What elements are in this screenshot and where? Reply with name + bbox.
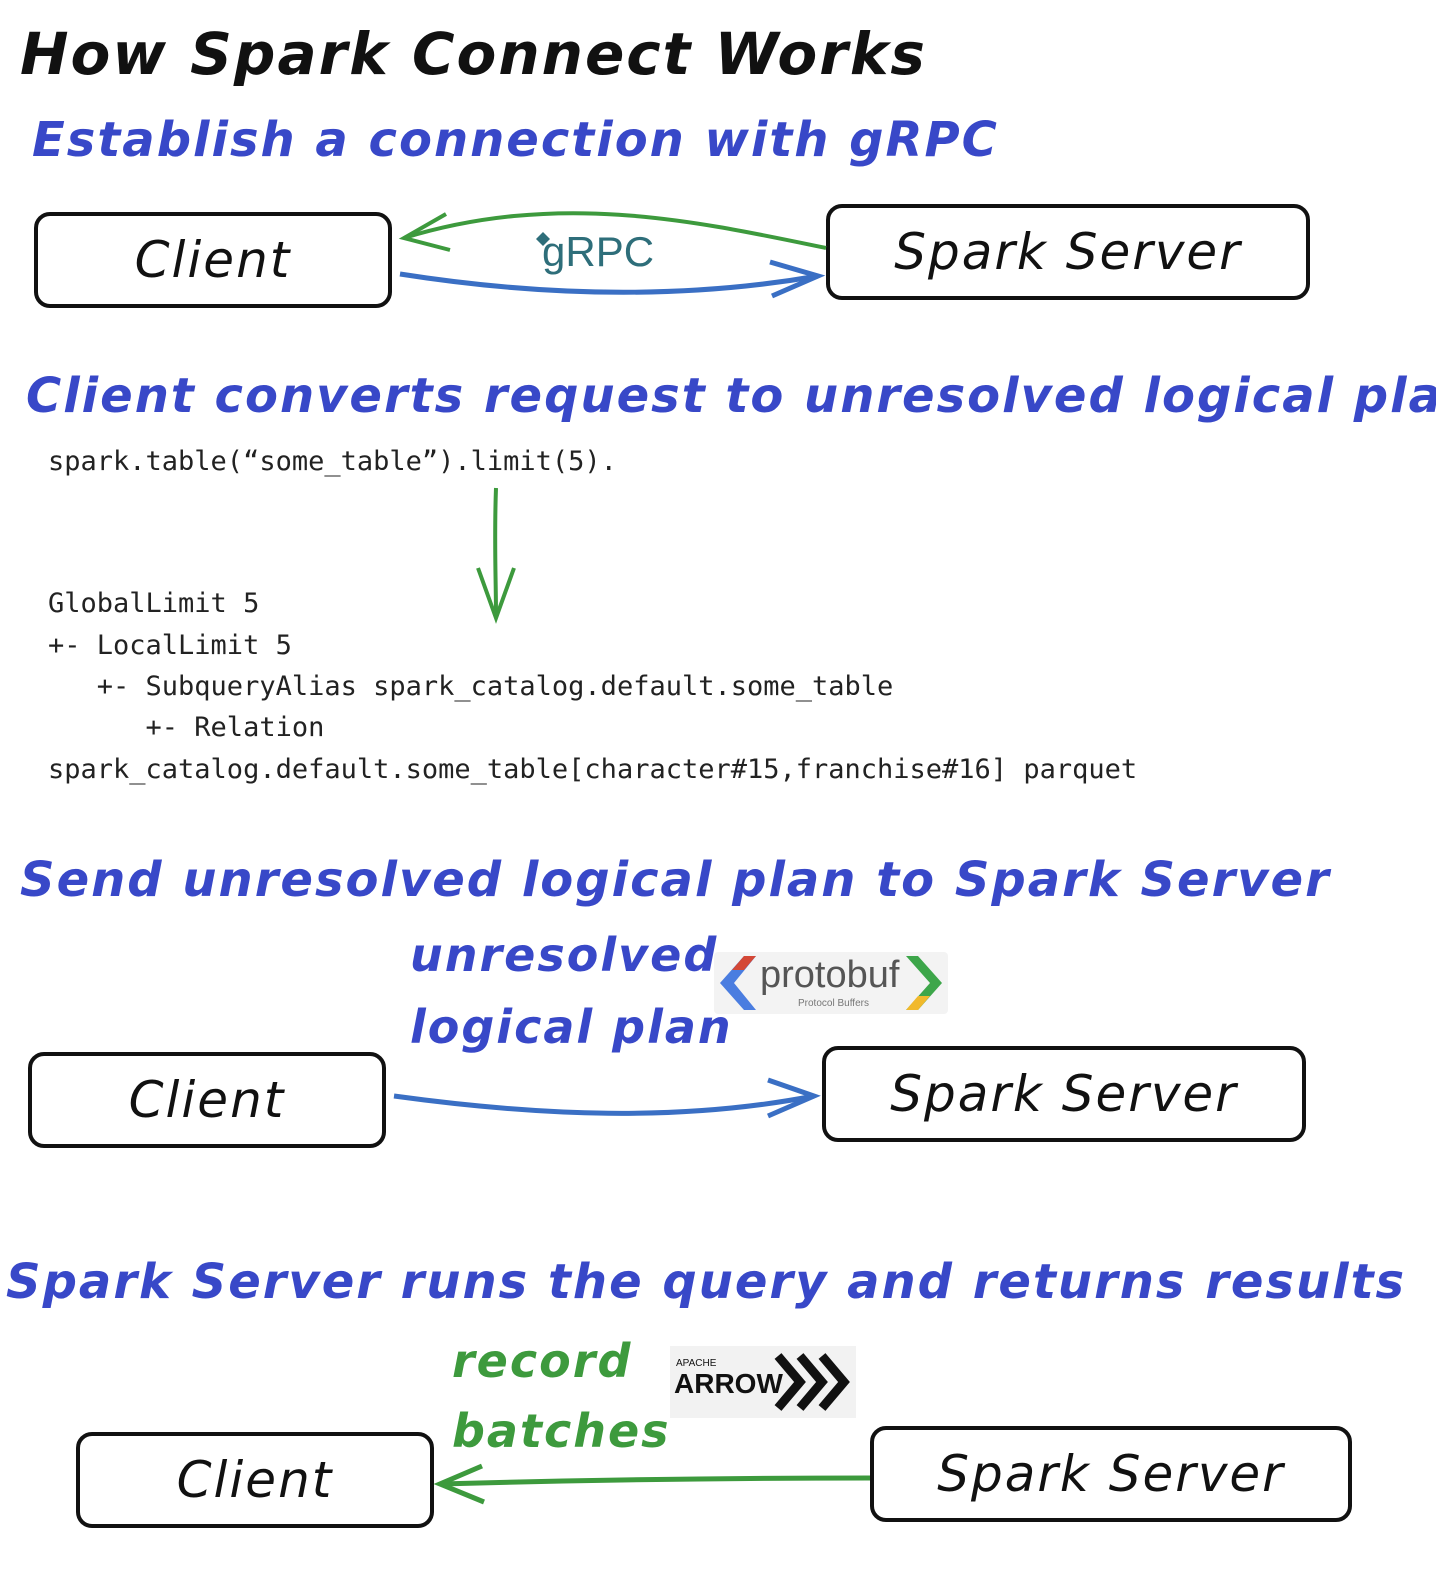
protobuf-logo-icon: protobuf Protocol Buffers — [714, 952, 948, 1014]
section4-server-label: Spark Server — [937, 1445, 1285, 1503]
section1-client-label: Client — [134, 231, 292, 289]
section3-blue-arrow — [393, 1093, 815, 1116]
section3-client-label: Client — [128, 1071, 286, 1129]
arrow-logo-top-text: APACHE — [676, 1358, 717, 1369]
section3-blue-arrowhead — [767, 1077, 821, 1119]
section2-heading: Client converts request to unresolved lo… — [26, 368, 1436, 424]
grpc-logo-icon: gRPC — [532, 226, 656, 282]
page-title: How Spark Connect Works — [20, 20, 927, 88]
section1-client-box: Client — [34, 212, 392, 308]
section3-heading: Send unresolved logical plan to Spark Se… — [20, 852, 1331, 908]
section3-client-box: Client — [28, 1052, 386, 1148]
section1-blue-arrow — [399, 271, 819, 295]
section4-server-box: Spark Server — [870, 1426, 1352, 1522]
section4-green-arrowhead — [433, 1463, 485, 1505]
section3-label-line1: unresolved — [410, 928, 719, 982]
plan-line-4: +- Relation — [48, 712, 325, 743]
protobuf-logo-text: protobuf — [760, 954, 900, 996]
section1-server-label: Spark Server — [894, 223, 1242, 281]
section4-client-label: Client — [176, 1451, 334, 1509]
section1-blue-arrowhead — [769, 259, 826, 299]
plan-line-1: GlobalLimit 5 — [48, 588, 260, 619]
section2-down-arrowhead — [476, 567, 516, 624]
plan-line-3: +- SubqueryAlias spark_catalog.default.s… — [48, 671, 894, 702]
section1-green-arrowhead — [398, 212, 451, 252]
plan-line-5: spark_catalog.default.some_table[charact… — [48, 754, 1138, 785]
section4-heading: Spark Server runs the query and returns … — [6, 1254, 1407, 1310]
arrow-chevrons-icon — [774, 1353, 850, 1411]
grpc-logo-mark-icon — [536, 232, 550, 246]
section3-label-line2: logical plan — [410, 1000, 733, 1054]
protobuf-logo-subtext: Protocol Buffers — [798, 998, 869, 1009]
arrow-logo-text: ARROW — [674, 1368, 783, 1399]
section3-server-label: Spark Server — [890, 1065, 1238, 1123]
section1-heading: Establish a connection with gRPC — [32, 112, 999, 168]
section4-green-arrow — [439, 1475, 871, 1487]
apache-arrow-logo-icon: APACHE ARROW — [670, 1346, 856, 1418]
grpc-logo-text: gRPC — [542, 228, 655, 275]
section1-green-arrow — [403, 211, 827, 250]
section4-label-line2: batches — [452, 1404, 671, 1458]
protobuf-chevrons-icon — [720, 956, 942, 1010]
section3-server-box: Spark Server — [822, 1046, 1306, 1142]
section4-label-line1: record — [452, 1334, 633, 1388]
section4-client-box: Client — [76, 1432, 434, 1528]
code-request: spark.table(“some_table”).limit(5). — [48, 446, 617, 477]
section2-down-arrow — [493, 487, 498, 617]
section1-server-box: Spark Server — [826, 204, 1310, 300]
plan-line-2: +- LocalLimit 5 — [48, 630, 292, 661]
